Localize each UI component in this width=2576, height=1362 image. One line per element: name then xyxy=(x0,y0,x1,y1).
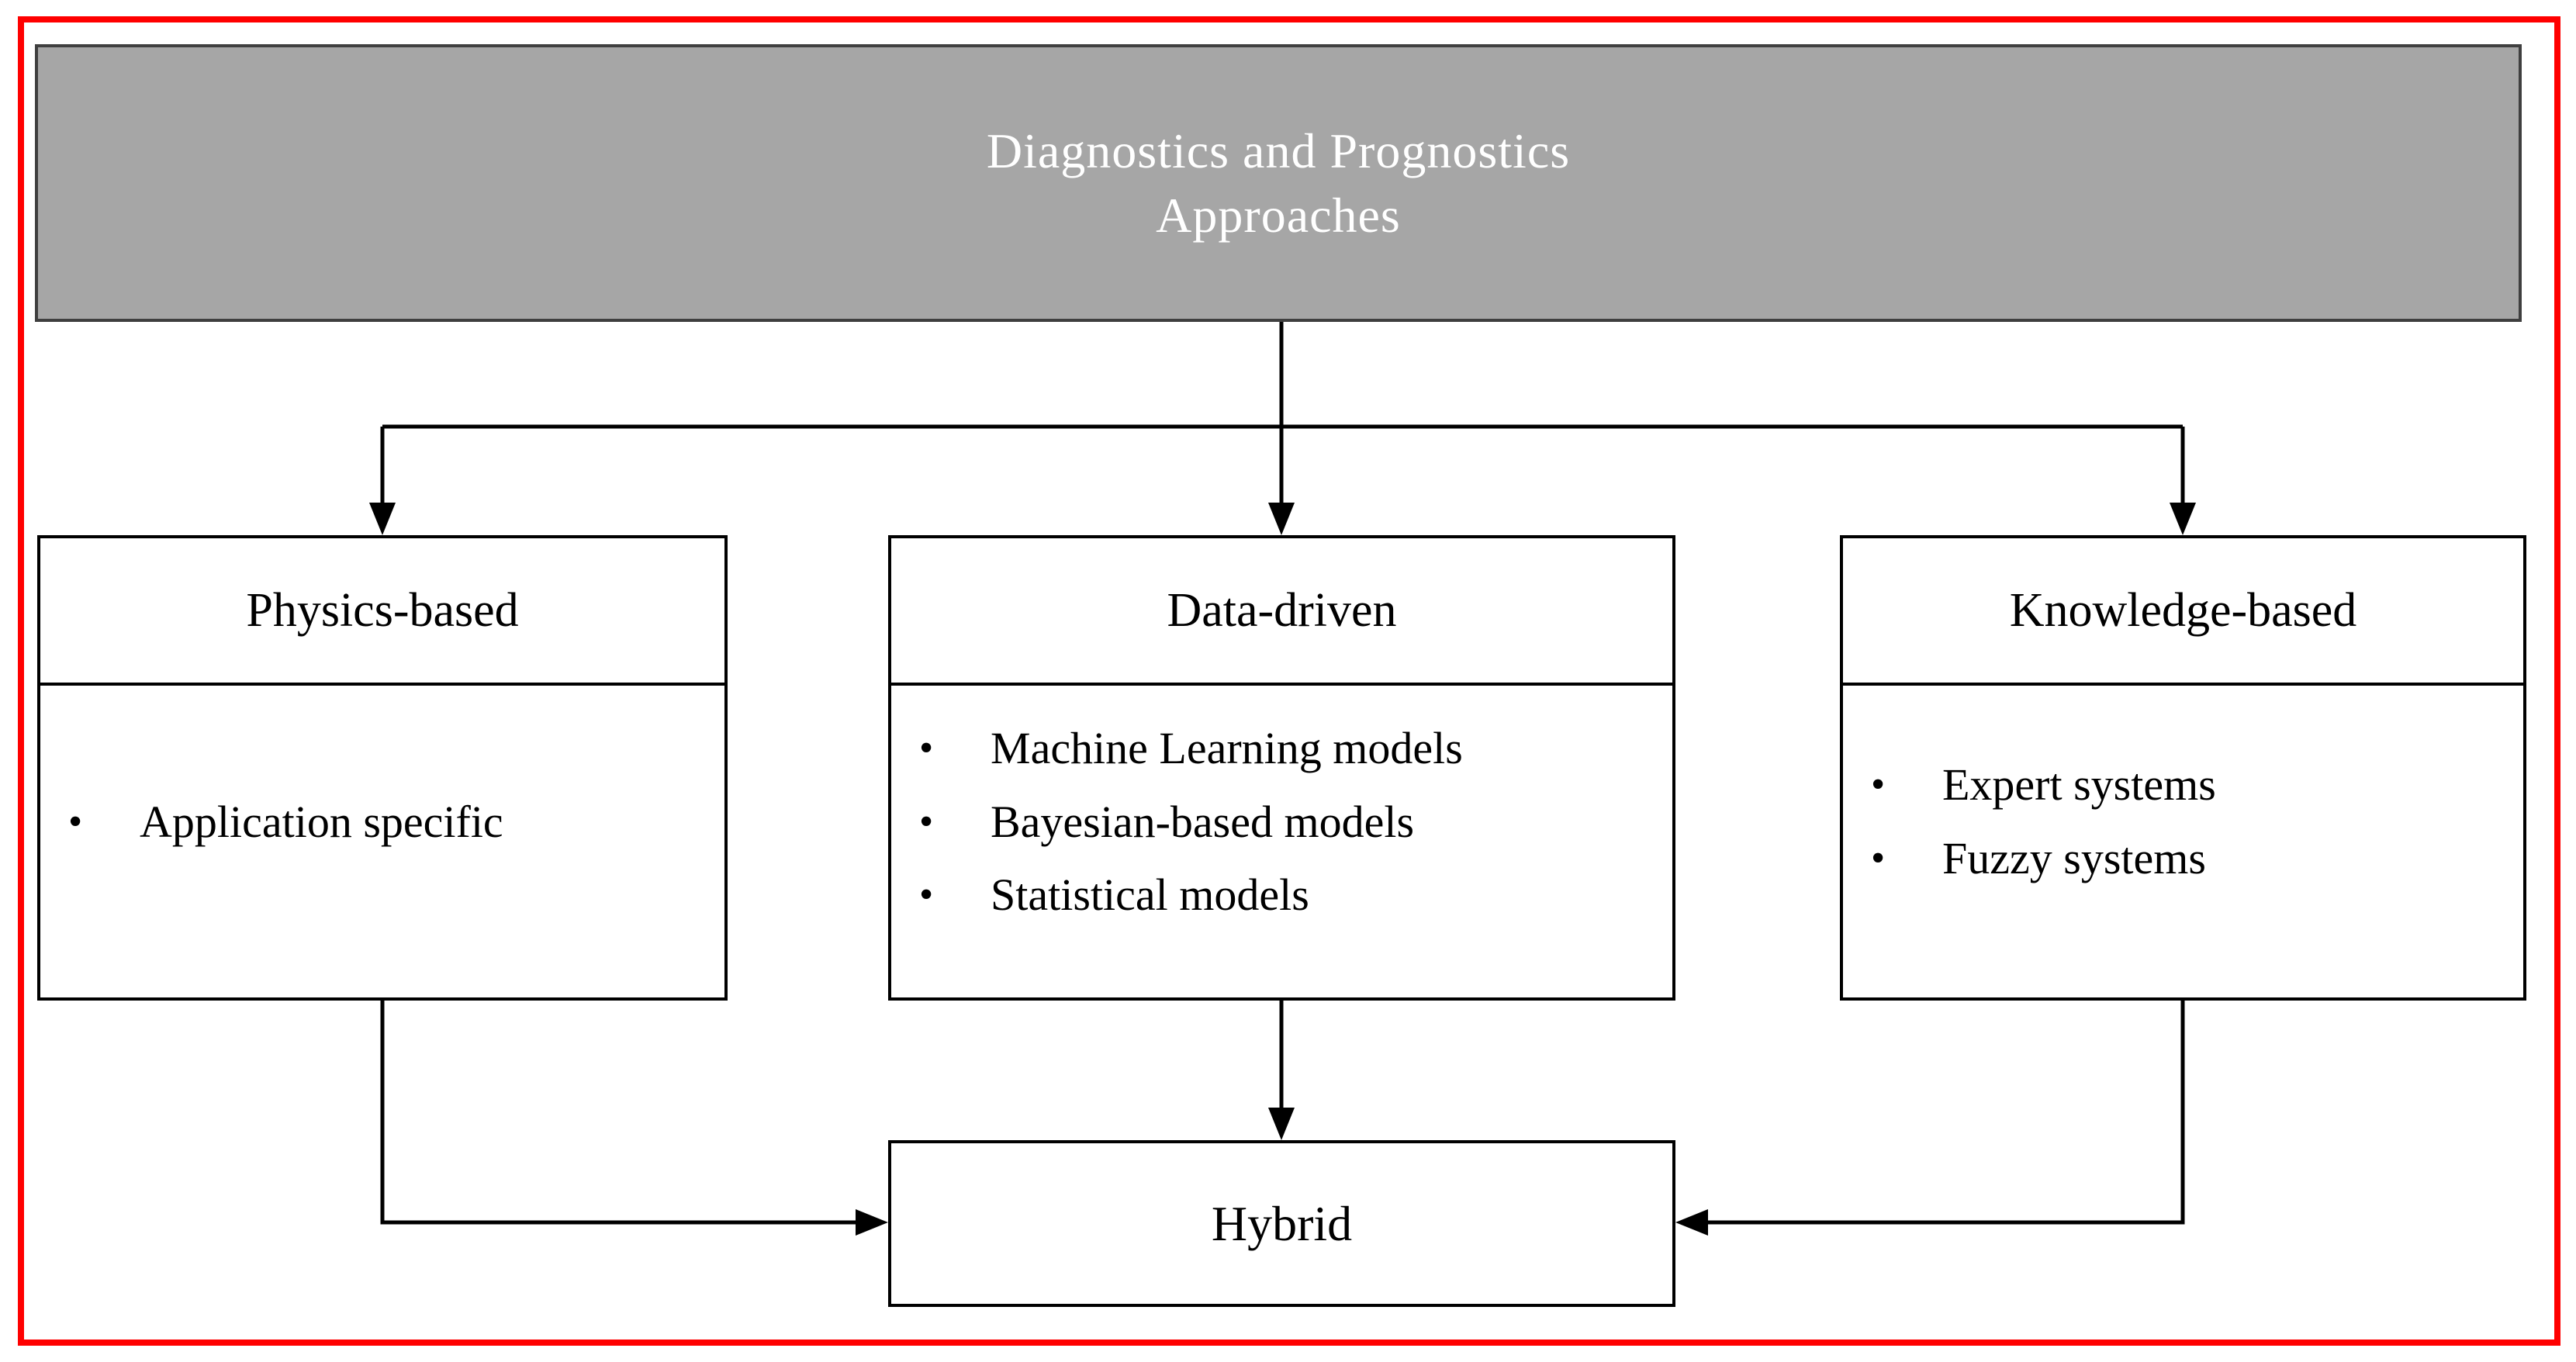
arrowhead-into-physics xyxy=(369,503,396,535)
data-driven-body: Machine Learning models Bayesian-based m… xyxy=(891,686,1672,997)
header-title-line1: Diagnostics and Prognostics xyxy=(986,123,1571,178)
diagram-outer-border xyxy=(18,16,2560,1346)
header-title-line2: Approaches xyxy=(1156,188,1401,243)
arrowhead-into-hybrid-left xyxy=(856,1209,888,1236)
arrowhead-into-hybrid-right xyxy=(1675,1209,1708,1236)
physics-based-title: Physics-based xyxy=(40,538,724,686)
arrowhead-into-data-driven xyxy=(1268,503,1295,535)
arrowhead-into-hybrid-top xyxy=(1268,1108,1295,1140)
node-hybrid: Hybrid xyxy=(888,1140,1675,1307)
list-item: Expert systems xyxy=(1871,748,2216,822)
knowledge-based-body: Expert systems Fuzzy systems xyxy=(1843,686,2523,997)
node-knowledge-based: Knowledge-based Expert systems Fuzzy sys… xyxy=(1840,535,2526,1001)
hybrid-title: Hybrid xyxy=(1211,1195,1353,1251)
knowledge-based-list: Expert systems Fuzzy systems xyxy=(1843,748,2232,895)
connector-physics-to-hybrid xyxy=(380,1001,859,1225)
list-item: Application specific xyxy=(68,786,503,859)
header-box: Diagnostics and Prognostics Approaches xyxy=(35,44,2522,322)
knowledge-based-title: Knowledge-based xyxy=(1843,538,2523,686)
physics-based-list: Application specific xyxy=(40,786,519,859)
physics-based-body: Application specific xyxy=(40,686,724,997)
data-driven-list: Machine Learning models Bayesian-based m… xyxy=(891,712,1478,932)
arrowhead-group xyxy=(369,503,2196,1236)
list-item: Statistical models xyxy=(919,859,1463,932)
list-item: Machine Learning models xyxy=(919,712,1463,786)
connector-group xyxy=(380,322,2185,1225)
arrowhead-into-knowledge xyxy=(2170,503,2196,535)
connector-knowledge-to-hybrid xyxy=(1705,1001,2185,1225)
node-physics-based: Physics-based Application specific xyxy=(37,535,728,1001)
data-driven-title: Data-driven xyxy=(891,538,1672,686)
node-data-driven: Data-driven Machine Learning models Baye… xyxy=(888,535,1675,1001)
list-item: Bayesian-based models xyxy=(919,786,1463,859)
list-item: Fuzzy systems xyxy=(1871,822,2216,896)
